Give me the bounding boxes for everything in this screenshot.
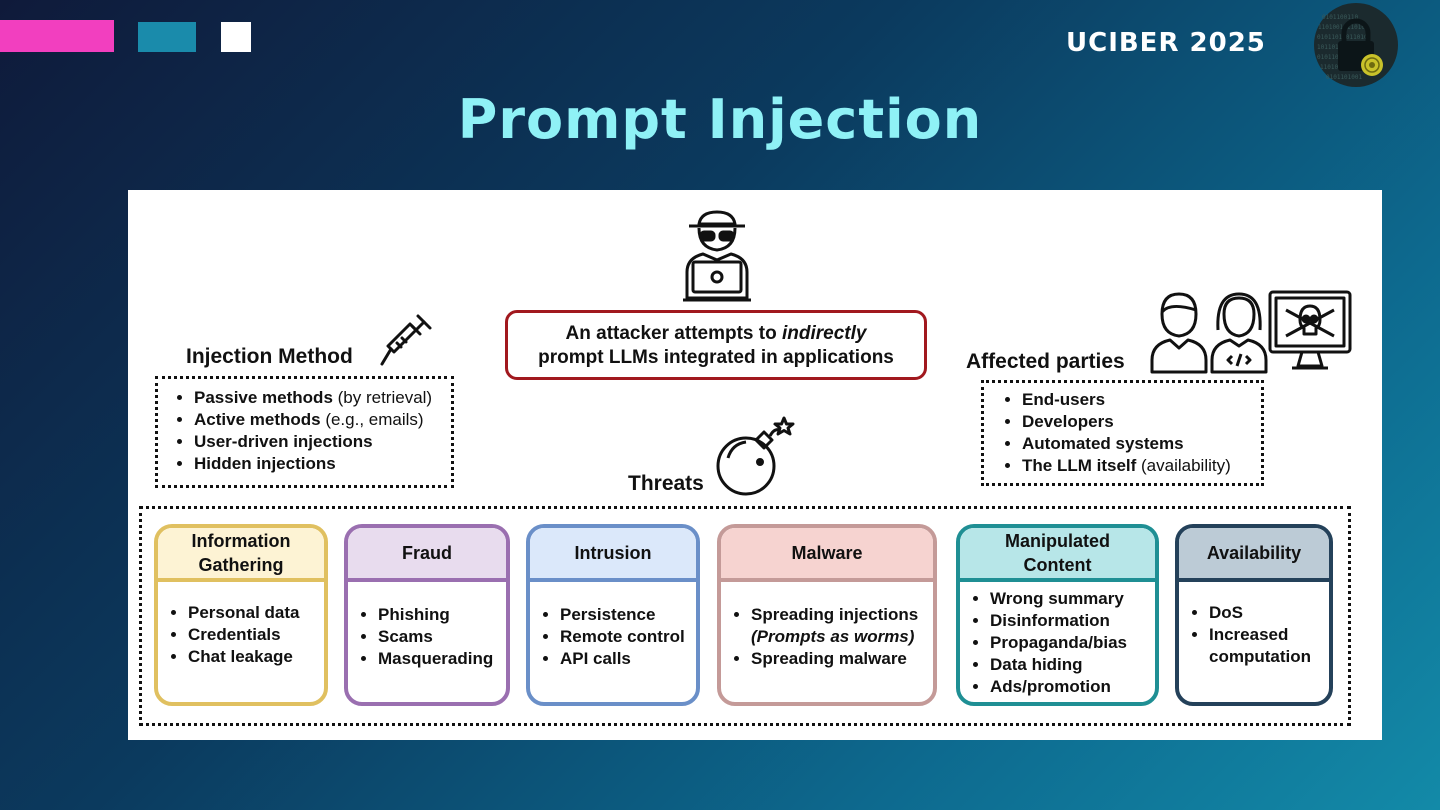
threat-card-title: Malware xyxy=(721,528,933,582)
threat-card-title: Intrusion xyxy=(530,528,696,582)
attacker-icon xyxy=(681,208,753,304)
threats-box xyxy=(139,506,1351,726)
list-item: Ads/promotion xyxy=(990,676,1149,698)
injection-method-label: Injection Method xyxy=(186,345,353,368)
svg-text:1101001011010: 1101001011010 xyxy=(1318,24,1365,31)
injection-method-list: Passive methods (by retrieval) Active me… xyxy=(174,387,451,475)
list-item: Chat leakage xyxy=(188,646,318,668)
list-item: DoS xyxy=(1209,602,1323,624)
list-item: Disinformation xyxy=(990,610,1149,632)
syringe-icon xyxy=(378,312,434,368)
svg-text:0101100110: 0101100110 xyxy=(1322,14,1359,21)
list-item: Passive methods (by retrieval) xyxy=(194,387,451,409)
list-item: Credentials xyxy=(188,624,318,646)
bomb-icon xyxy=(714,414,798,498)
threat-card-malware: Malware Spreading injections(Prompts as … xyxy=(717,524,937,706)
attacker-text-1: An attacker attempts to xyxy=(565,323,782,344)
list-item: Persistence xyxy=(560,604,690,626)
threat-list: Wrong summary Disinformation Propaganda/… xyxy=(970,588,1149,698)
threat-card-title: Fraud xyxy=(348,528,506,582)
skull-monitor-icon xyxy=(1268,290,1352,374)
attacker-text-emph: indirectly xyxy=(781,323,867,344)
decor-bar-pink xyxy=(0,20,114,52)
list-item: API calls xyxy=(560,648,690,670)
threat-list: Phishing Scams Masquerading xyxy=(358,604,500,670)
threat-card-title: Availability xyxy=(1179,528,1329,582)
list-item: End-users xyxy=(1022,389,1261,411)
attacker-text-2: prompt LLMs integrated in applications xyxy=(538,347,894,368)
threat-list: Persistence Remote control API calls xyxy=(540,604,690,670)
threat-card-fraud: Fraud Phishing Scams Masquerading xyxy=(344,524,510,706)
page-title: Prompt Injection xyxy=(457,88,983,151)
svg-text:0101101001: 0101101001 xyxy=(1326,74,1363,81)
affected-parties-box: End-users Developers Automated systems T… xyxy=(981,380,1264,486)
list-item: Remote control xyxy=(560,626,690,648)
list-item: Automated systems xyxy=(1022,433,1261,455)
threats-label: Threats xyxy=(628,472,704,495)
threat-list: Personal data Credentials Chat leakage xyxy=(168,602,318,668)
affected-parties-list: End-users Developers Automated systems T… xyxy=(1002,389,1261,477)
list-item: Personal data xyxy=(188,602,318,624)
list-item: Hidden injections xyxy=(194,453,451,475)
list-item: Wrong summary xyxy=(990,588,1149,610)
threat-list: Spreading injections(Prompts as worms) S… xyxy=(731,604,927,670)
attacker-description: An attacker attempts to indirectly promp… xyxy=(505,310,927,380)
list-item: The LLM itself (availability) xyxy=(1022,455,1261,477)
injection-method-box: Passive methods (by retrieval) Active me… xyxy=(155,376,454,488)
decor-bar-teal xyxy=(138,22,196,52)
list-item: Spreading injections(Prompts as worms) xyxy=(751,604,927,648)
threat-card-intrusion: Intrusion Persistence Remote control API… xyxy=(526,524,700,706)
list-item: User-driven injections xyxy=(194,431,451,453)
diagram-panel: An attacker attempts to indirectly promp… xyxy=(128,190,1382,740)
affected-parties-label: Affected parties xyxy=(966,350,1125,373)
conference-brand: UCIBER 2025 xyxy=(1066,28,1266,58)
list-item: Spreading malware xyxy=(751,648,927,670)
list-item: Propaganda/bias xyxy=(990,632,1149,654)
list-item: Active methods (e.g., emails) xyxy=(194,409,451,431)
list-item: Scams xyxy=(378,626,500,648)
list-item: Data hiding xyxy=(990,654,1149,676)
developer-icon xyxy=(1210,290,1268,374)
decor-bar-white xyxy=(221,22,251,52)
list-item: Developers xyxy=(1022,411,1261,433)
user-icon xyxy=(1150,290,1208,374)
list-item: Phishing xyxy=(378,604,500,626)
list-item: Masquerading xyxy=(378,648,500,670)
